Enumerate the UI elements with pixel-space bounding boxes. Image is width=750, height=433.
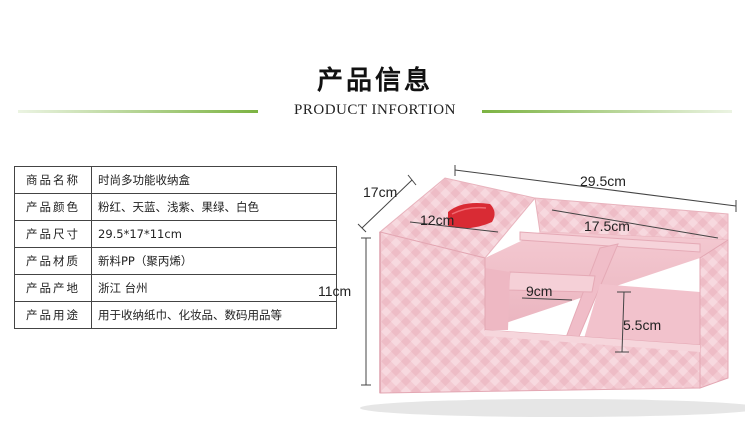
page-title-cn: 产品信息 — [316, 66, 433, 96]
spec-row: 产品颜色 粉红、天蓝、浅紫、果绿、白色 — [14, 193, 337, 221]
spec-value: 浙江 台州 — [91, 274, 337, 302]
dim-length: 29.5cm — [580, 173, 626, 189]
spec-key: 产品材质 — [14, 247, 92, 275]
dim-height: 11cm — [318, 283, 352, 299]
spec-key: 产品用途 — [14, 301, 92, 329]
spec-value: 时尚多功能收纳盒 — [91, 166, 337, 194]
spec-row: 产品产地 浙江 台州 — [14, 274, 337, 302]
spec-row: 产品尺寸 29.5*17*11cm — [14, 220, 337, 248]
dim-inner-small: 9cm — [526, 283, 553, 299]
compartment-left — [485, 268, 510, 330]
title-rule-left — [18, 110, 258, 113]
title-rule-right — [482, 110, 732, 113]
spec-table: 商品名称 时尚多功能收纳盒 产品颜色 粉红、天蓝、浅紫、果绿、白色 产品尺寸 2… — [14, 166, 337, 329]
dim-inner-height: 5.5cm — [623, 317, 662, 333]
spec-key: 产品颜色 — [14, 193, 92, 221]
tissue-slot — [448, 203, 495, 229]
spec-value: 29.5*17*11cm — [91, 220, 337, 248]
compartment-right — [580, 284, 700, 352]
page-title-en: PRODUCT INFORTION — [294, 102, 456, 118]
compartment-floor — [485, 232, 728, 330]
spec-row: 产品用途 用于收纳纸巾、化妆品、数码用品等 — [14, 301, 337, 329]
dim-tissue-slot: 12cm — [420, 212, 455, 228]
spec-row: 产品材质 新料PP（聚丙烯） — [14, 247, 337, 275]
box-shadow — [360, 399, 745, 417]
product-image — [357, 165, 745, 417]
spec-value: 粉红、天蓝、浅紫、果绿、白色 — [91, 193, 337, 221]
box-front-lip — [485, 330, 700, 352]
spec-value: 用于收纳纸巾、化妆品、数码用品等 — [91, 301, 337, 329]
box-right-side — [699, 239, 729, 389]
spec-key: 商品名称 — [14, 166, 92, 194]
dimension-lines — [357, 165, 737, 386]
spec-key: 产品尺寸 — [14, 220, 92, 248]
dim-depth: 17cm — [363, 184, 398, 200]
spec-key: 产品产地 — [14, 274, 92, 302]
dim-inner-long: 17.5cm — [584, 218, 630, 234]
spec-value: 新料PP（聚丙烯） — [91, 247, 337, 275]
spec-row: 商品名称 时尚多功能收纳盒 — [14, 166, 337, 194]
divider-long — [519, 231, 701, 253]
